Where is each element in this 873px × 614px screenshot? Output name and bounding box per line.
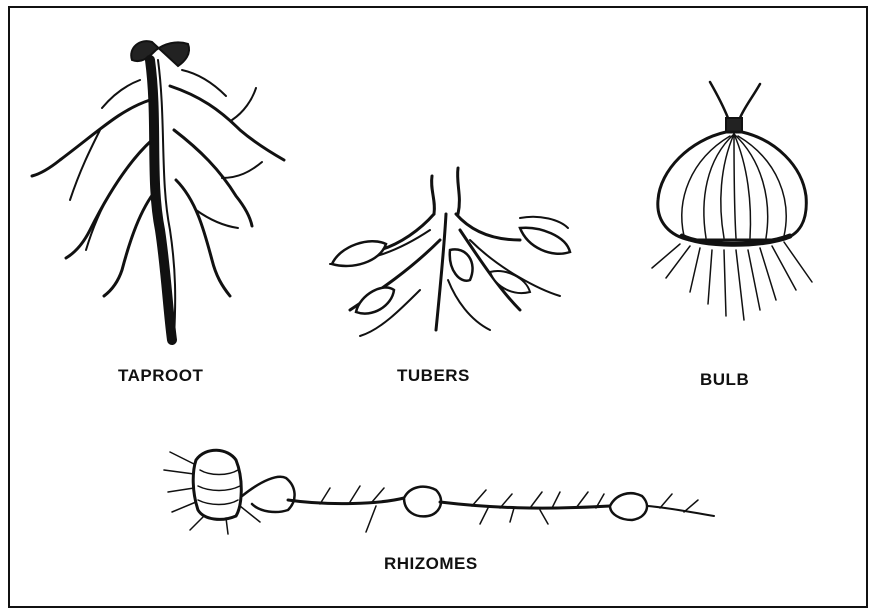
tubers-label: TUBERS: [397, 366, 470, 386]
tubers-illustration: [330, 168, 570, 336]
bulb-illustration: [652, 82, 812, 320]
bulb-label: BULB: [700, 370, 749, 390]
taproot-illustration: [32, 41, 284, 340]
rhizomes-illustration: [164, 450, 714, 534]
rhizomes-label: RHIZOMES: [384, 554, 478, 574]
taproot-label: TAPROOT: [118, 366, 203, 386]
